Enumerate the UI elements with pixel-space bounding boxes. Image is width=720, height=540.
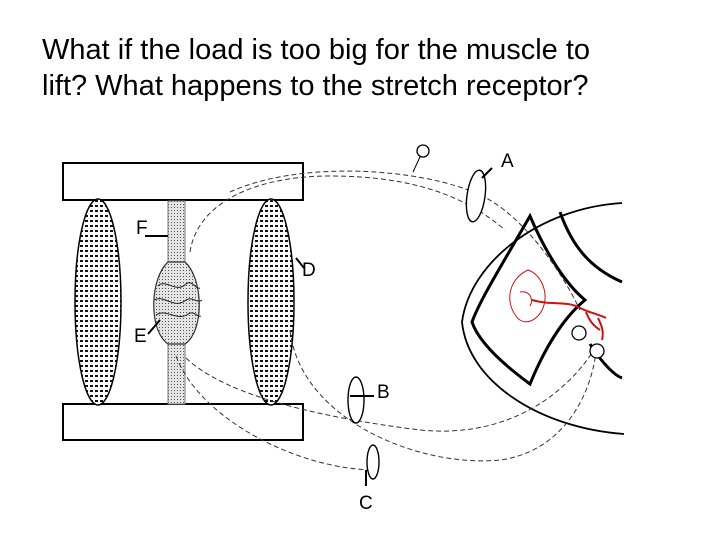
label-a: A xyxy=(501,151,514,172)
bottom-plate xyxy=(63,404,303,440)
spinal-cord xyxy=(462,203,624,434)
cell-body-low xyxy=(590,344,604,358)
label-b: B xyxy=(377,382,390,403)
muscle-spindle xyxy=(154,201,202,404)
red-neuron xyxy=(510,270,545,322)
left-muscle-fiber xyxy=(75,199,121,405)
ganglion-b xyxy=(348,377,364,423)
top-plate xyxy=(63,163,303,200)
label-f: F xyxy=(136,218,148,239)
label-c: C xyxy=(359,493,373,514)
ganglion-c xyxy=(367,445,379,479)
cell-body-top xyxy=(417,145,429,157)
cell-body-mid xyxy=(572,326,586,340)
right-muscle-fiber xyxy=(248,199,294,405)
ganglion-a xyxy=(463,169,488,223)
label-d: D xyxy=(302,260,316,281)
label-e: E xyxy=(134,326,147,347)
